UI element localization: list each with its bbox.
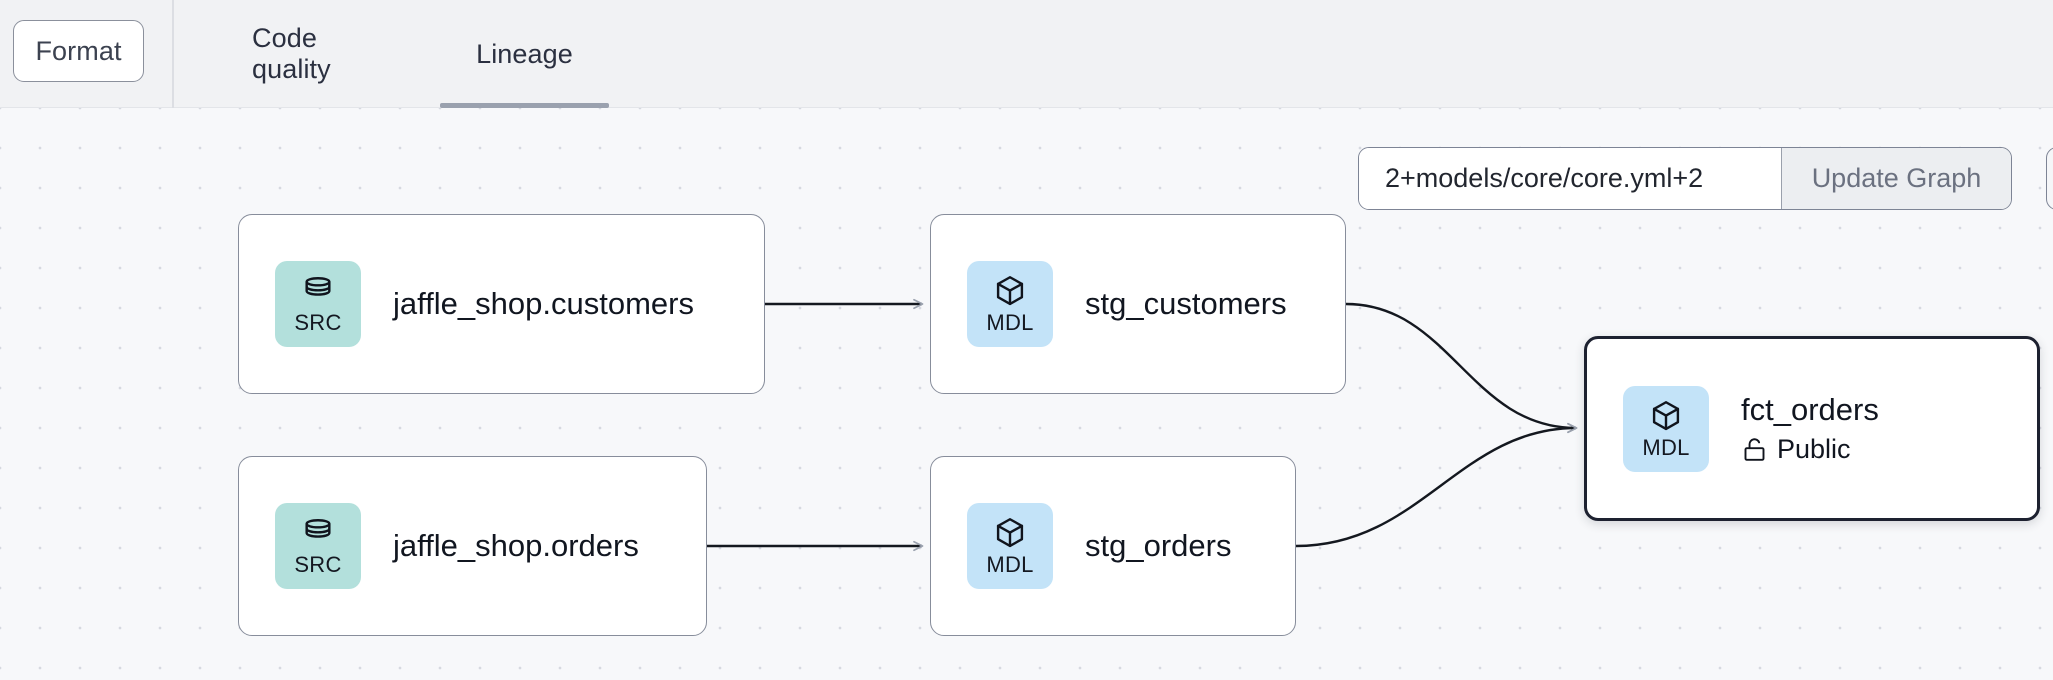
node-type-label: SRC: [294, 552, 342, 577]
node-access-badge: Public: [1741, 434, 1879, 465]
tab-underline: [440, 103, 609, 108]
lineage-node-jaffle_shop_orders[interactable]: SRC jaffle_shop.orders: [238, 456, 707, 636]
selector-input[interactable]: [1359, 148, 1781, 209]
cube-icon: [996, 518, 1024, 548]
graph-options-button[interactable]: [2046, 147, 2053, 210]
node-type-badge: MDL: [1623, 385, 1709, 472]
node-body: stg_orders: [1085, 528, 1231, 564]
node-type-label: MDL: [986, 552, 1034, 577]
node-type-badge: MDL: [967, 503, 1053, 589]
tab-bar: Code quality Lineage: [172, 0, 609, 108]
node-body: stg_customers: [1085, 286, 1287, 322]
node-title: fct_orders: [1741, 392, 1879, 428]
header-divider: [172, 0, 174, 108]
unlock-icon: [1744, 438, 1765, 461]
cube-icon: [1652, 400, 1680, 430]
update-graph-button[interactable]: Update Graph: [1781, 148, 2011, 209]
lineage-selector-toolbar: Update Graph: [1358, 147, 2012, 210]
cube-icon: [996, 276, 1024, 306]
format-button[interactable]: Format: [13, 20, 144, 82]
node-type-label: SRC: [294, 310, 342, 335]
lineage-edge: [1345, 302, 1578, 434]
lineage-edge: [1295, 422, 1578, 548]
node-body: jaffle_shop.customers: [393, 286, 694, 322]
node-title: stg_customers: [1085, 286, 1287, 322]
node-type-badge: SRC: [275, 261, 361, 347]
lineage-node-stg_customers[interactable]: MDL stg_customers: [930, 214, 1346, 394]
editor-toolbar-header: Format Code quality Lineage: [0, 0, 2053, 108]
tab-code-quality-label: Code quality: [252, 23, 331, 84]
node-title: stg_orders: [1085, 528, 1232, 564]
format-button-label: Format: [35, 35, 122, 66]
node-access-label: Public: [1777, 433, 1851, 464]
node-type-badge: SRC: [275, 503, 361, 589]
node-type-badge: MDL: [967, 261, 1053, 347]
tab-lineage-label: Lineage: [476, 38, 573, 69]
database-icon: [305, 277, 331, 296]
node-type-label: MDL: [1642, 434, 1690, 460]
tab-lineage[interactable]: Lineage: [440, 0, 609, 108]
node-body: jaffle_shop.orders: [393, 528, 639, 564]
database-icon: [305, 519, 331, 538]
node-type-label: MDL: [986, 310, 1034, 335]
lineage-node-jaffle_shop_customers[interactable]: SRC jaffle_shop.customers: [238, 214, 765, 394]
lineage-node-stg_orders[interactable]: MDL stg_orders: [930, 456, 1296, 636]
node-title: jaffle_shop.orders: [393, 528, 639, 564]
node-title: jaffle_shop.customers: [393, 286, 694, 322]
tab-code-quality[interactable]: Code quality: [242, 0, 411, 108]
update-graph-label: Update Graph: [1811, 163, 1982, 193]
